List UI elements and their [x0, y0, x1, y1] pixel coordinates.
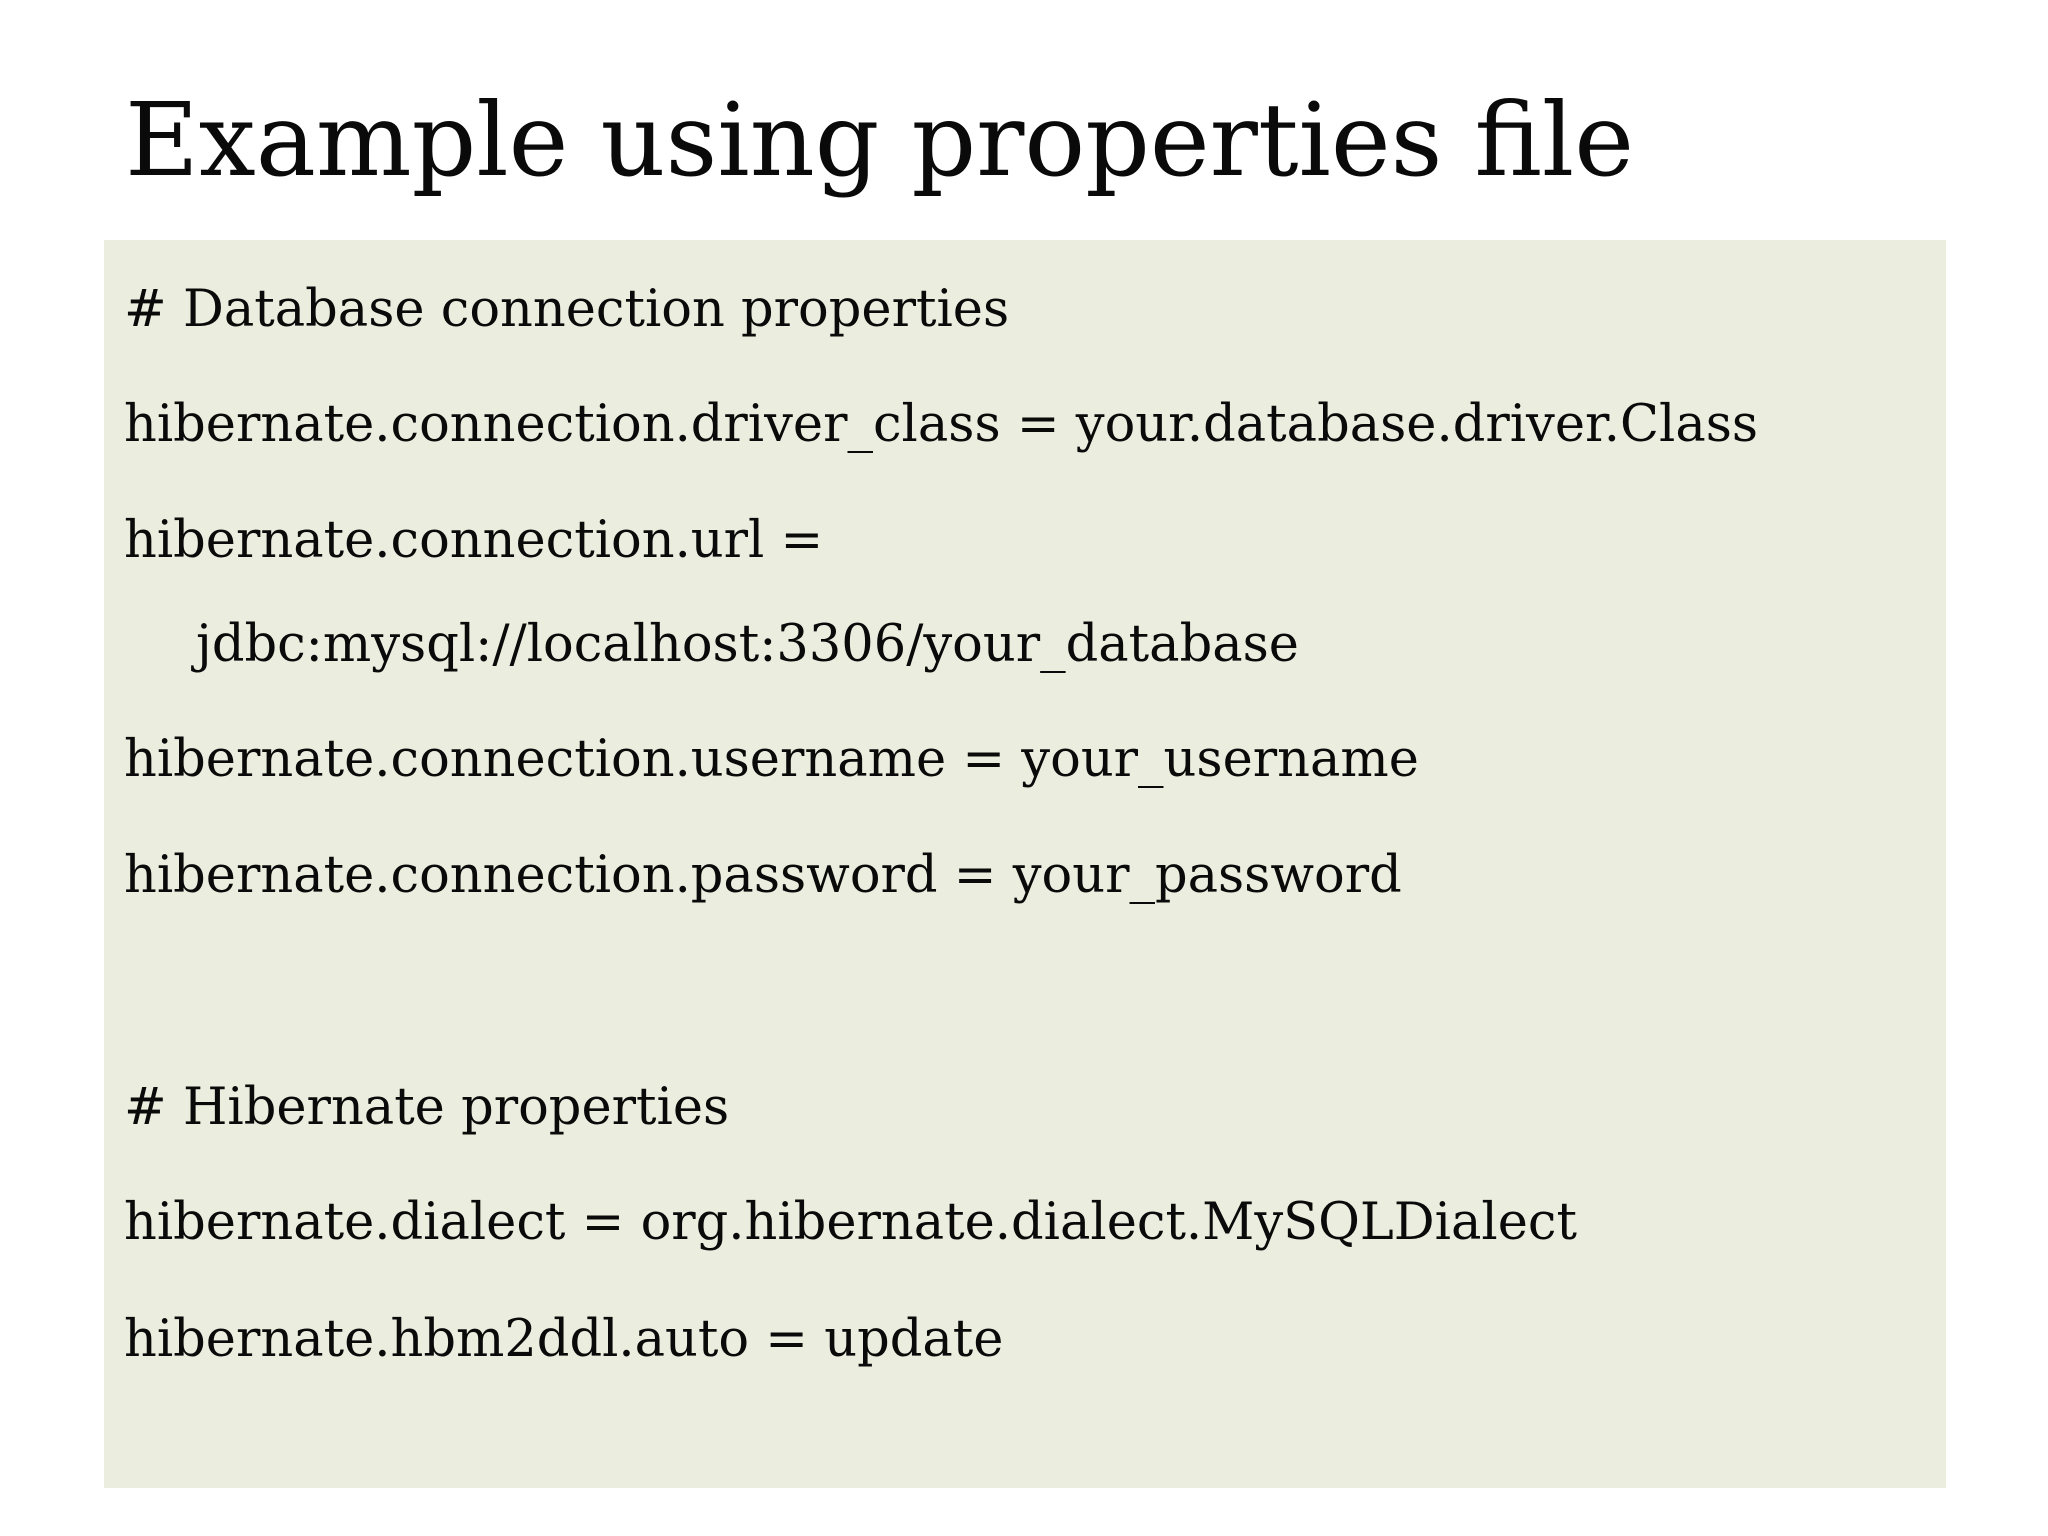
- property-driver-class: hibernate.connection.driver_class = your…: [124, 395, 1759, 454]
- comment-database-properties: # Database connection properties: [124, 280, 1010, 339]
- slide-title: Example using properties file: [125, 81, 1634, 199]
- properties-code-box: [104, 240, 1946, 1488]
- property-hbm2ddl-auto: hibernate.hbm2ddl.auto = update: [124, 1310, 1004, 1369]
- property-password: hibernate.connection.password = your_pas…: [124, 846, 1402, 905]
- property-dialect: hibernate.dialect = org.hibernate.dialec…: [124, 1193, 1577, 1252]
- comment-hibernate-properties: # Hibernate properties: [124, 1078, 730, 1137]
- property-username: hibernate.connection.username = your_use…: [124, 730, 1419, 789]
- property-connection-url-value: jdbc:mysql://localhost:3306/your_databas…: [196, 615, 1299, 674]
- property-connection-url: hibernate.connection.url =: [124, 511, 824, 570]
